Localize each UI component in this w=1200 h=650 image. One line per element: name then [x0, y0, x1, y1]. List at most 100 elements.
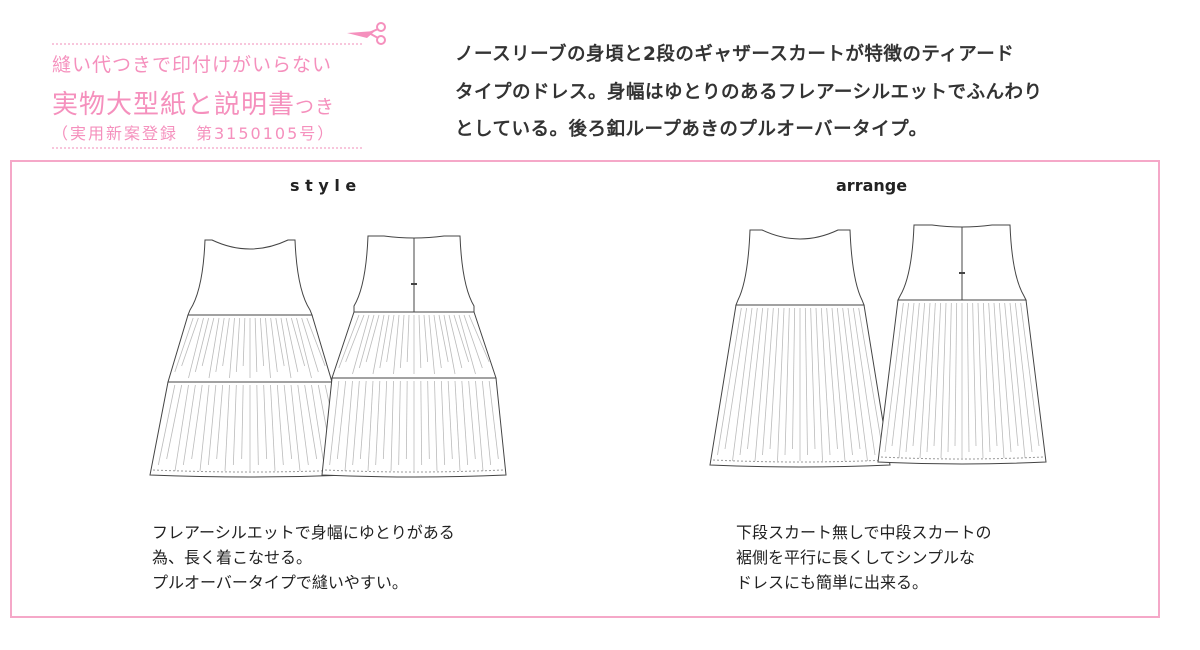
gather-line: [372, 314, 385, 375]
gather-line: [732, 307, 753, 462]
gather-line: [382, 380, 388, 460]
gather-line: [263, 384, 268, 460]
gather-line: [804, 307, 808, 456]
gather-line: [919, 302, 931, 459]
gather-line: [831, 307, 846, 462]
gather-line: [336, 380, 347, 460]
intro-text: ノースリーブの身頃と2段のギャザースカートが特徴のティアード タイプのドレス。身…: [455, 36, 1043, 149]
gather-line: [972, 302, 977, 447]
gather-line: [468, 314, 490, 363]
gather-line: [345, 314, 365, 363]
gather-line: [406, 314, 410, 363]
gather-line: [393, 314, 400, 375]
gather-line: [215, 317, 225, 373]
gather-line: [157, 384, 176, 466]
gather-line: [427, 380, 430, 460]
gather-line: [420, 380, 423, 466]
gather-line: [166, 384, 183, 460]
gather-line: [344, 380, 353, 472]
gather-line: [191, 384, 203, 460]
headline-pattern-suffix: つき: [295, 96, 336, 118]
gather-line: [181, 317, 199, 367]
gather-line: [365, 314, 380, 363]
gather-line: [905, 302, 920, 453]
gather-line: [842, 307, 861, 450]
hem-stitch: [324, 469, 504, 473]
gather-line: [1014, 302, 1033, 453]
gather-line: [224, 384, 230, 472]
gather-line: [461, 380, 469, 466]
gather-line: [440, 380, 446, 466]
intro-line: ノースリーブの身頃と2段のギャザースカートが特徴のティアード: [455, 44, 1015, 65]
style-heading: s t y l e: [290, 176, 357, 195]
gather-line: [858, 307, 883, 450]
hem-stitch: [152, 469, 348, 473]
gather-line: [254, 317, 258, 373]
gather-line: [993, 302, 1005, 459]
gather-line: [852, 307, 876, 456]
gather-line: [242, 317, 246, 367]
gather-line: [423, 314, 429, 363]
gather-line: [306, 317, 326, 367]
gather-line: [207, 384, 217, 466]
gather-line: [847, 307, 868, 462]
arrange-caption: 下段スカート無しで中段スカートの 裾側を平行に長くしてシンプルな ドレスにも簡単…: [736, 520, 992, 595]
gather-line: [977, 302, 984, 459]
gather-line: [468, 380, 476, 460]
gather-line: [285, 317, 299, 373]
gather-line: [926, 302, 936, 453]
gather-line: [280, 317, 292, 379]
gather-line: [386, 314, 395, 363]
gather-line: [463, 314, 483, 369]
gather-line: [777, 307, 785, 462]
caption-line: 下段スカート無しで中段スカートの: [736, 523, 992, 542]
gather-line: [229, 317, 235, 379]
headline-pattern-main: 実物大型紙と説明書: [52, 90, 296, 120]
gather-line: [367, 380, 374, 472]
divider: [52, 43, 362, 45]
gather-line: [375, 380, 381, 466]
gather-line: [216, 384, 224, 460]
gather-line: [194, 317, 210, 373]
caption-line: フレアーシルエットで身幅にゆとりがある: [152, 523, 455, 542]
arrange-heading: arrange: [836, 176, 908, 195]
gather-line: [270, 317, 278, 373]
caption-line: プルオーバータイプで縫いやすい。: [152, 573, 408, 592]
gather-line: [222, 317, 230, 367]
gather-line: [954, 302, 958, 447]
gather-line: [283, 384, 293, 460]
gather-line: [311, 384, 326, 472]
intro-line: タイプのドレス。身幅はゆとりのあるフレアーシルエットでふんわり: [455, 81, 1043, 103]
gather-line: [884, 302, 904, 453]
headline-seam-allowance: 縫い代つきで印付けがいらない: [52, 54, 333, 76]
gather-line: [747, 307, 764, 450]
gather-line: [359, 380, 367, 460]
gather-line: [290, 384, 301, 472]
gather-line: [352, 380, 360, 466]
gather-line: [826, 307, 838, 450]
gather-line: [488, 380, 499, 460]
gather-line: [352, 314, 370, 375]
gather-line: [232, 384, 237, 466]
gather-line: [810, 307, 816, 450]
gather-line: [275, 317, 285, 367]
style-caption: フレアーシルエットで身幅にゆとりがある 為、長く着こなせる。 プルオーバータイプ…: [152, 520, 455, 595]
gather-line: [458, 314, 476, 375]
gather-line: [998, 302, 1012, 453]
gather-line: [454, 380, 461, 472]
gather-line: [379, 314, 390, 369]
gather-line: [966, 302, 970, 453]
gather-line: [265, 317, 271, 379]
hem-stitch: [880, 456, 1044, 460]
gather-line: [174, 317, 194, 373]
gather-line: [434, 380, 438, 472]
gather-line: [182, 384, 196, 466]
gather-line: [762, 307, 774, 456]
caption-line: 裾側を平行に長くしてシンプルな: [736, 548, 976, 567]
gather-line: [329, 380, 340, 466]
gather-line: [270, 384, 276, 472]
gather-line: [188, 317, 204, 379]
gather-line: [912, 302, 926, 447]
gather-line: [836, 307, 853, 456]
gather-line: [201, 317, 215, 367]
